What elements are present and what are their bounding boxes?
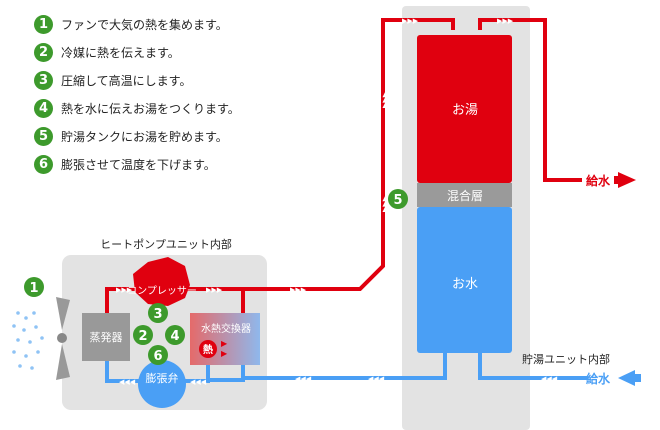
expansion-valve-label: 膨張弁 — [146, 371, 179, 385]
fan-icon — [12, 297, 70, 380]
step-marker-6 — [148, 345, 168, 365]
tank-mixed-layer — [417, 183, 512, 207]
flow-arrows-3: ◀◀◀ — [119, 378, 136, 386]
fan-step-number: 1 — [29, 281, 38, 296]
step-marker-4 — [165, 325, 185, 345]
compressor-label: コンプレッサー — [127, 285, 197, 297]
tank-cold-label: お水 — [452, 277, 478, 292]
step-number-6: 6 — [34, 154, 53, 174]
step-item-6: 6 膨張させて温度を下げます。 — [34, 153, 216, 175]
tank-hot-label: お湯 — [452, 103, 478, 118]
step-number-5: 5 — [34, 126, 53, 146]
step-number-1: 1 — [34, 14, 53, 34]
flow-arrows-4: ◀◀◀ — [190, 378, 207, 386]
cold-input-arrows: ◀◀◀ — [541, 375, 558, 383]
step-number-2: 2 — [34, 42, 53, 62]
cold-input-arrowhead — [618, 370, 635, 386]
tank-step-marker-5-number: 5 — [393, 193, 402, 208]
tank-mixed-label: 混合層 — [447, 188, 483, 203]
fan-step-marker — [24, 277, 44, 297]
evaporator-label: 蒸発器 — [90, 330, 123, 344]
step-item-1: 1 ファンで大気の熱を集めます。 — [34, 13, 228, 35]
tank-step-marker-5 — [388, 189, 408, 209]
heat-exchanger-box — [190, 313, 260, 365]
cold-pipe-arrows-1: ◀◀◀ — [295, 375, 312, 383]
tank-hot-layer — [417, 35, 512, 183]
cold-return-small — [206, 365, 245, 382]
evaporator-box — [82, 313, 130, 361]
hot-output-arrow-stem — [614, 176, 620, 184]
step-item-4: 4 熱を水に伝えお湯をつくります。 — [34, 97, 240, 119]
hot-water-pipe — [241, 18, 455, 313]
step-marker-2-number: 2 — [138, 329, 147, 344]
heat-exchanger-label: 水熱交換器 — [201, 322, 251, 335]
hot-output-arrowhead — [618, 172, 636, 188]
step-marker-3-number: 3 — [153, 307, 162, 322]
step-text-6: 膨張させて温度を下げます。 — [61, 157, 216, 172]
step-text-1: ファンで大気の熱を集めます。 — [61, 17, 228, 32]
cold-pipe-arrows-2: ◀◀◀ — [368, 375, 385, 383]
step-item-3: 3 圧縮して高温にします。 — [34, 69, 191, 91]
hot-output-arrows: ▶▶▶ — [497, 17, 514, 25]
step-text-2: 冷媒に熱を伝えます。 — [61, 45, 180, 60]
hot-pipe-arrows-1: ▶▶▶ — [290, 286, 307, 294]
tank-hot-inlet — [447, 35, 459, 48]
heat-arrow-2: ▶ — [221, 349, 228, 358]
storage-unit-title: 貯湯ユニット内部 — [522, 352, 610, 366]
step-marker-4-number: 4 — [170, 329, 179, 344]
tank-cold-layer — [417, 207, 512, 353]
step-marker-3 — [148, 303, 168, 323]
step-text-4: 熱を水に伝えお湯をつくります。 — [61, 101, 240, 116]
cold-supply-label: 給水 — [586, 371, 611, 386]
hot-supply-label: 給水 — [586, 173, 611, 188]
heat-pump-unit-box — [62, 255, 267, 410]
heat-arrow-1: ▶ — [221, 339, 228, 348]
cold-input-pipe — [478, 350, 588, 380]
step-item-5: 5 貯湯タンクにお湯を貯めます。 — [34, 125, 228, 147]
step-number-3: 3 — [34, 70, 53, 90]
compressor-shape — [133, 257, 190, 306]
hot-pipe-arrows-4: ▶▶▶ — [381, 195, 389, 212]
hot-pipe-arrows-2: ▶▶▶ — [402, 17, 419, 25]
step-text-3: 圧縮して高温にします。 — [61, 73, 192, 88]
hot-output-pipe — [478, 18, 582, 182]
step-marker-2 — [133, 325, 153, 345]
step-number-4: 4 — [34, 98, 53, 118]
step-item-2: 2 冷媒に熱を伝えます。 — [34, 41, 180, 63]
heat-pump-unit-title: ヒートポンプユニット内部 — [100, 237, 232, 251]
heat-badge — [199, 340, 217, 358]
step-text-5: 貯湯タンクにお湯を貯めます。 — [61, 129, 228, 144]
flow-arrows-2: ▶▶▶ — [206, 286, 223, 294]
step-marker-6-number: 6 — [153, 349, 162, 364]
cold-water-pipe — [243, 350, 447, 380]
hot-pipe-arrows-3: ▶▶▶ — [381, 91, 389, 108]
flow-arrows-1: ▶▶▶ — [116, 286, 133, 294]
cold-input-arrow-stem — [633, 374, 641, 382]
expansion-valve-shape — [138, 360, 186, 408]
heat-badge-label: 熱 — [203, 343, 213, 356]
